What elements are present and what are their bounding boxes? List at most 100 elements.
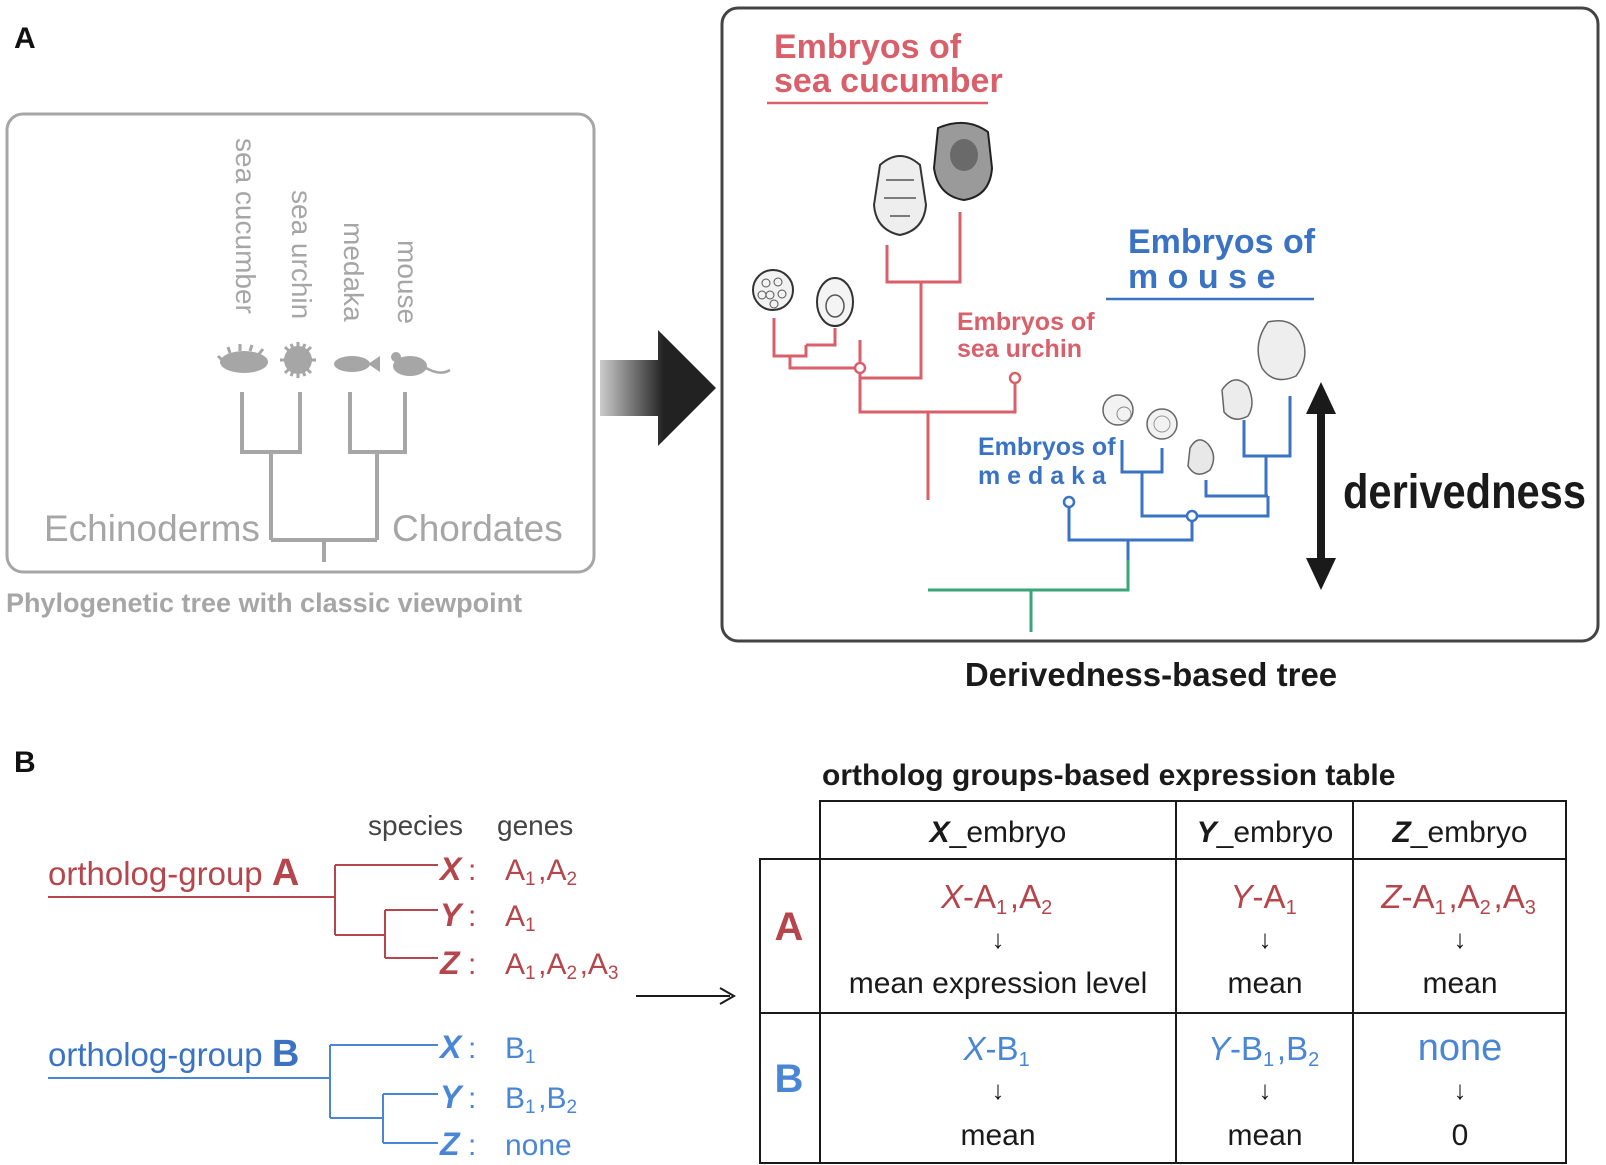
root-branches — [928, 560, 1130, 632]
embryo-drawing-icon — [752, 269, 794, 311]
table-column-header: Z_embryo — [1391, 816, 1527, 849]
embryo-drawing-icon — [872, 155, 928, 237]
table-cell-genes: Y-B1 ,B2 — [1208, 1030, 1322, 1071]
species-label-sea-cucumber: sea cucumber — [230, 138, 261, 314]
table-cell-result: 0 — [1452, 1119, 1469, 1152]
mouse-title-line2: m o u s e — [1128, 258, 1275, 296]
table-cell-result: mean — [1227, 967, 1302, 1000]
sea-urchin-title-line2: sea urchin — [957, 335, 1082, 363]
down-arrow-icon: ↓ — [1454, 1075, 1467, 1105]
sea-cucumber-icon — [216, 344, 268, 373]
species-letter: X — [438, 851, 463, 887]
species-letter: Y — [440, 897, 464, 933]
sea-cucumber-embryos — [752, 121, 994, 327]
gene-list: A1 — [505, 900, 538, 936]
medaka-fish-icon — [334, 356, 380, 372]
table-cell-genes: X-B1 — [963, 1030, 1033, 1071]
species-colon: : — [468, 948, 476, 981]
medaka-title-line2: m e d a k a — [978, 462, 1107, 490]
expression-table-grid — [759, 800, 1567, 1164]
embryo-drawing-icon — [1221, 379, 1253, 420]
table-cell-genes: none — [1418, 1027, 1503, 1069]
species-colon: : — [468, 854, 476, 887]
species-colon: : — [468, 1032, 476, 1065]
mouse-embryos — [1102, 320, 1306, 475]
table-cell-result: mean — [960, 1119, 1035, 1152]
classic-tree-panel: sea cucumber sea urchin medaka mouse — [5, 112, 596, 618]
down-arrow-icon: ↓ — [1259, 1075, 1272, 1105]
species-colon: : — [468, 1129, 476, 1162]
table-cell-result: mean expression level — [849, 967, 1148, 1000]
species-letter: Z — [439, 945, 461, 981]
gene-list: A1 ,A2 — [505, 854, 580, 890]
table-cell-genes: Y-A1 — [1231, 878, 1300, 919]
derivedness-tree-caption: Derivedness-based tree — [965, 656, 1337, 693]
embryo-drawing-icon — [932, 121, 994, 202]
node-marker — [1008, 371, 1022, 385]
species-label-sea-urchin: sea urchin — [286, 190, 317, 319]
species-label-medaka: medaka — [338, 222, 369, 322]
derivedness-axis-arrow — [1306, 382, 1336, 590]
embryo-drawing-icon — [816, 277, 854, 327]
sea-cucumber-title-line2: sea cucumber — [774, 62, 1003, 100]
node-marker — [853, 361, 867, 375]
classic-tree-caption: Phylogenetic tree with classic viewpoint — [6, 588, 522, 618]
embryo-drawing-icon — [1187, 439, 1215, 475]
table-cell-result: mean — [1422, 967, 1497, 1000]
gene-list: A1 ,A2 ,A3 — [505, 948, 621, 984]
group-label-echinoderms: Echinoderms — [44, 508, 260, 549]
node-marker — [1062, 495, 1076, 509]
ortholog-group-b-rows: X:B1 Y:B1 ,B2 Z:none — [438, 1029, 580, 1162]
classic-tree-lines — [240, 392, 407, 562]
panel-a-letter: A — [14, 22, 36, 55]
right-arrow-icon — [600, 330, 716, 446]
table-column-header: X_embryo — [928, 816, 1067, 849]
embryo-drawing-icon — [1257, 320, 1306, 381]
table-row-header: A — [775, 905, 804, 949]
ortholog-group-a-rows: X: A1 ,A2 Y: A1 Z: A1 ,A2 ,A3 — [438, 851, 621, 984]
ortholog-group-b: ortholog-group B X:B1 Y:B1 ,B2 Z:none — [48, 1029, 580, 1162]
right-arrow-icon — [636, 987, 737, 1005]
mouse-title-line1: Embryos of — [1128, 223, 1316, 261]
mouse-icon — [391, 352, 451, 376]
expression-table-title: ortholog groups-based expression table — [822, 759, 1395, 792]
species-letter: Y — [440, 1079, 464, 1115]
derivedness-axis-label: derivedness — [1343, 466, 1586, 519]
species-label-mouse: mouse — [392, 240, 423, 324]
embryo-drawing-icon — [1102, 394, 1134, 426]
species-labels: sea cucumber sea urchin medaka mouse — [230, 138, 423, 324]
down-arrow-icon: ↓ — [992, 924, 1005, 954]
down-arrow-icon: ↓ — [1259, 924, 1272, 954]
column-header-species: species — [368, 810, 463, 841]
derivedness-tree-panel: Embryos of sea cucumber Embryos of sea u… — [720, 6, 1600, 643]
ortholog-group-b-label: ortholog-group B — [48, 1033, 299, 1075]
down-arrow-icon: ↓ — [992, 1075, 1005, 1105]
table-cell-genes: X-A1 ,A2 — [940, 878, 1055, 919]
node-marker — [1185, 509, 1199, 523]
classic-tree-frame — [5, 112, 596, 574]
group-label-chordates: Chordates — [392, 508, 563, 549]
ortholog-group-a-label: ortholog-group A — [48, 852, 299, 894]
gene-list: B1 — [505, 1032, 538, 1068]
table-row-header: B — [775, 1057, 804, 1101]
column-header-genes: genes — [497, 810, 573, 841]
echinoderm-branches — [772, 212, 1017, 500]
species-colon: : — [468, 1082, 476, 1115]
sea-cucumber-title-line1: Embryos of — [774, 28, 962, 66]
sea-urchin-title-line1: Embryos of — [957, 308, 1095, 336]
table-column-header: Y_embryo — [1197, 816, 1334, 849]
gene-list: B1 ,B2 — [505, 1082, 580, 1118]
down-arrow-icon: ↓ — [1454, 924, 1467, 954]
sea-urchin-icon — [280, 342, 316, 378]
species-letter: X — [438, 1029, 463, 1065]
gene-list: none — [505, 1129, 572, 1162]
ortholog-group-a: ortholog-group A X: A1 ,A2 Y: A1 Z: A1 ,A2 … — [48, 851, 621, 984]
panel-b-letter: B — [14, 746, 36, 779]
table-cell-genes: Z-A1 ,A2 ,A3 — [1380, 878, 1538, 919]
species-colon: : — [468, 900, 476, 933]
medaka-title-line1: Embryos of — [978, 433, 1116, 461]
embryo-drawing-icon — [1146, 408, 1178, 440]
chordate-branches — [1067, 396, 1292, 560]
